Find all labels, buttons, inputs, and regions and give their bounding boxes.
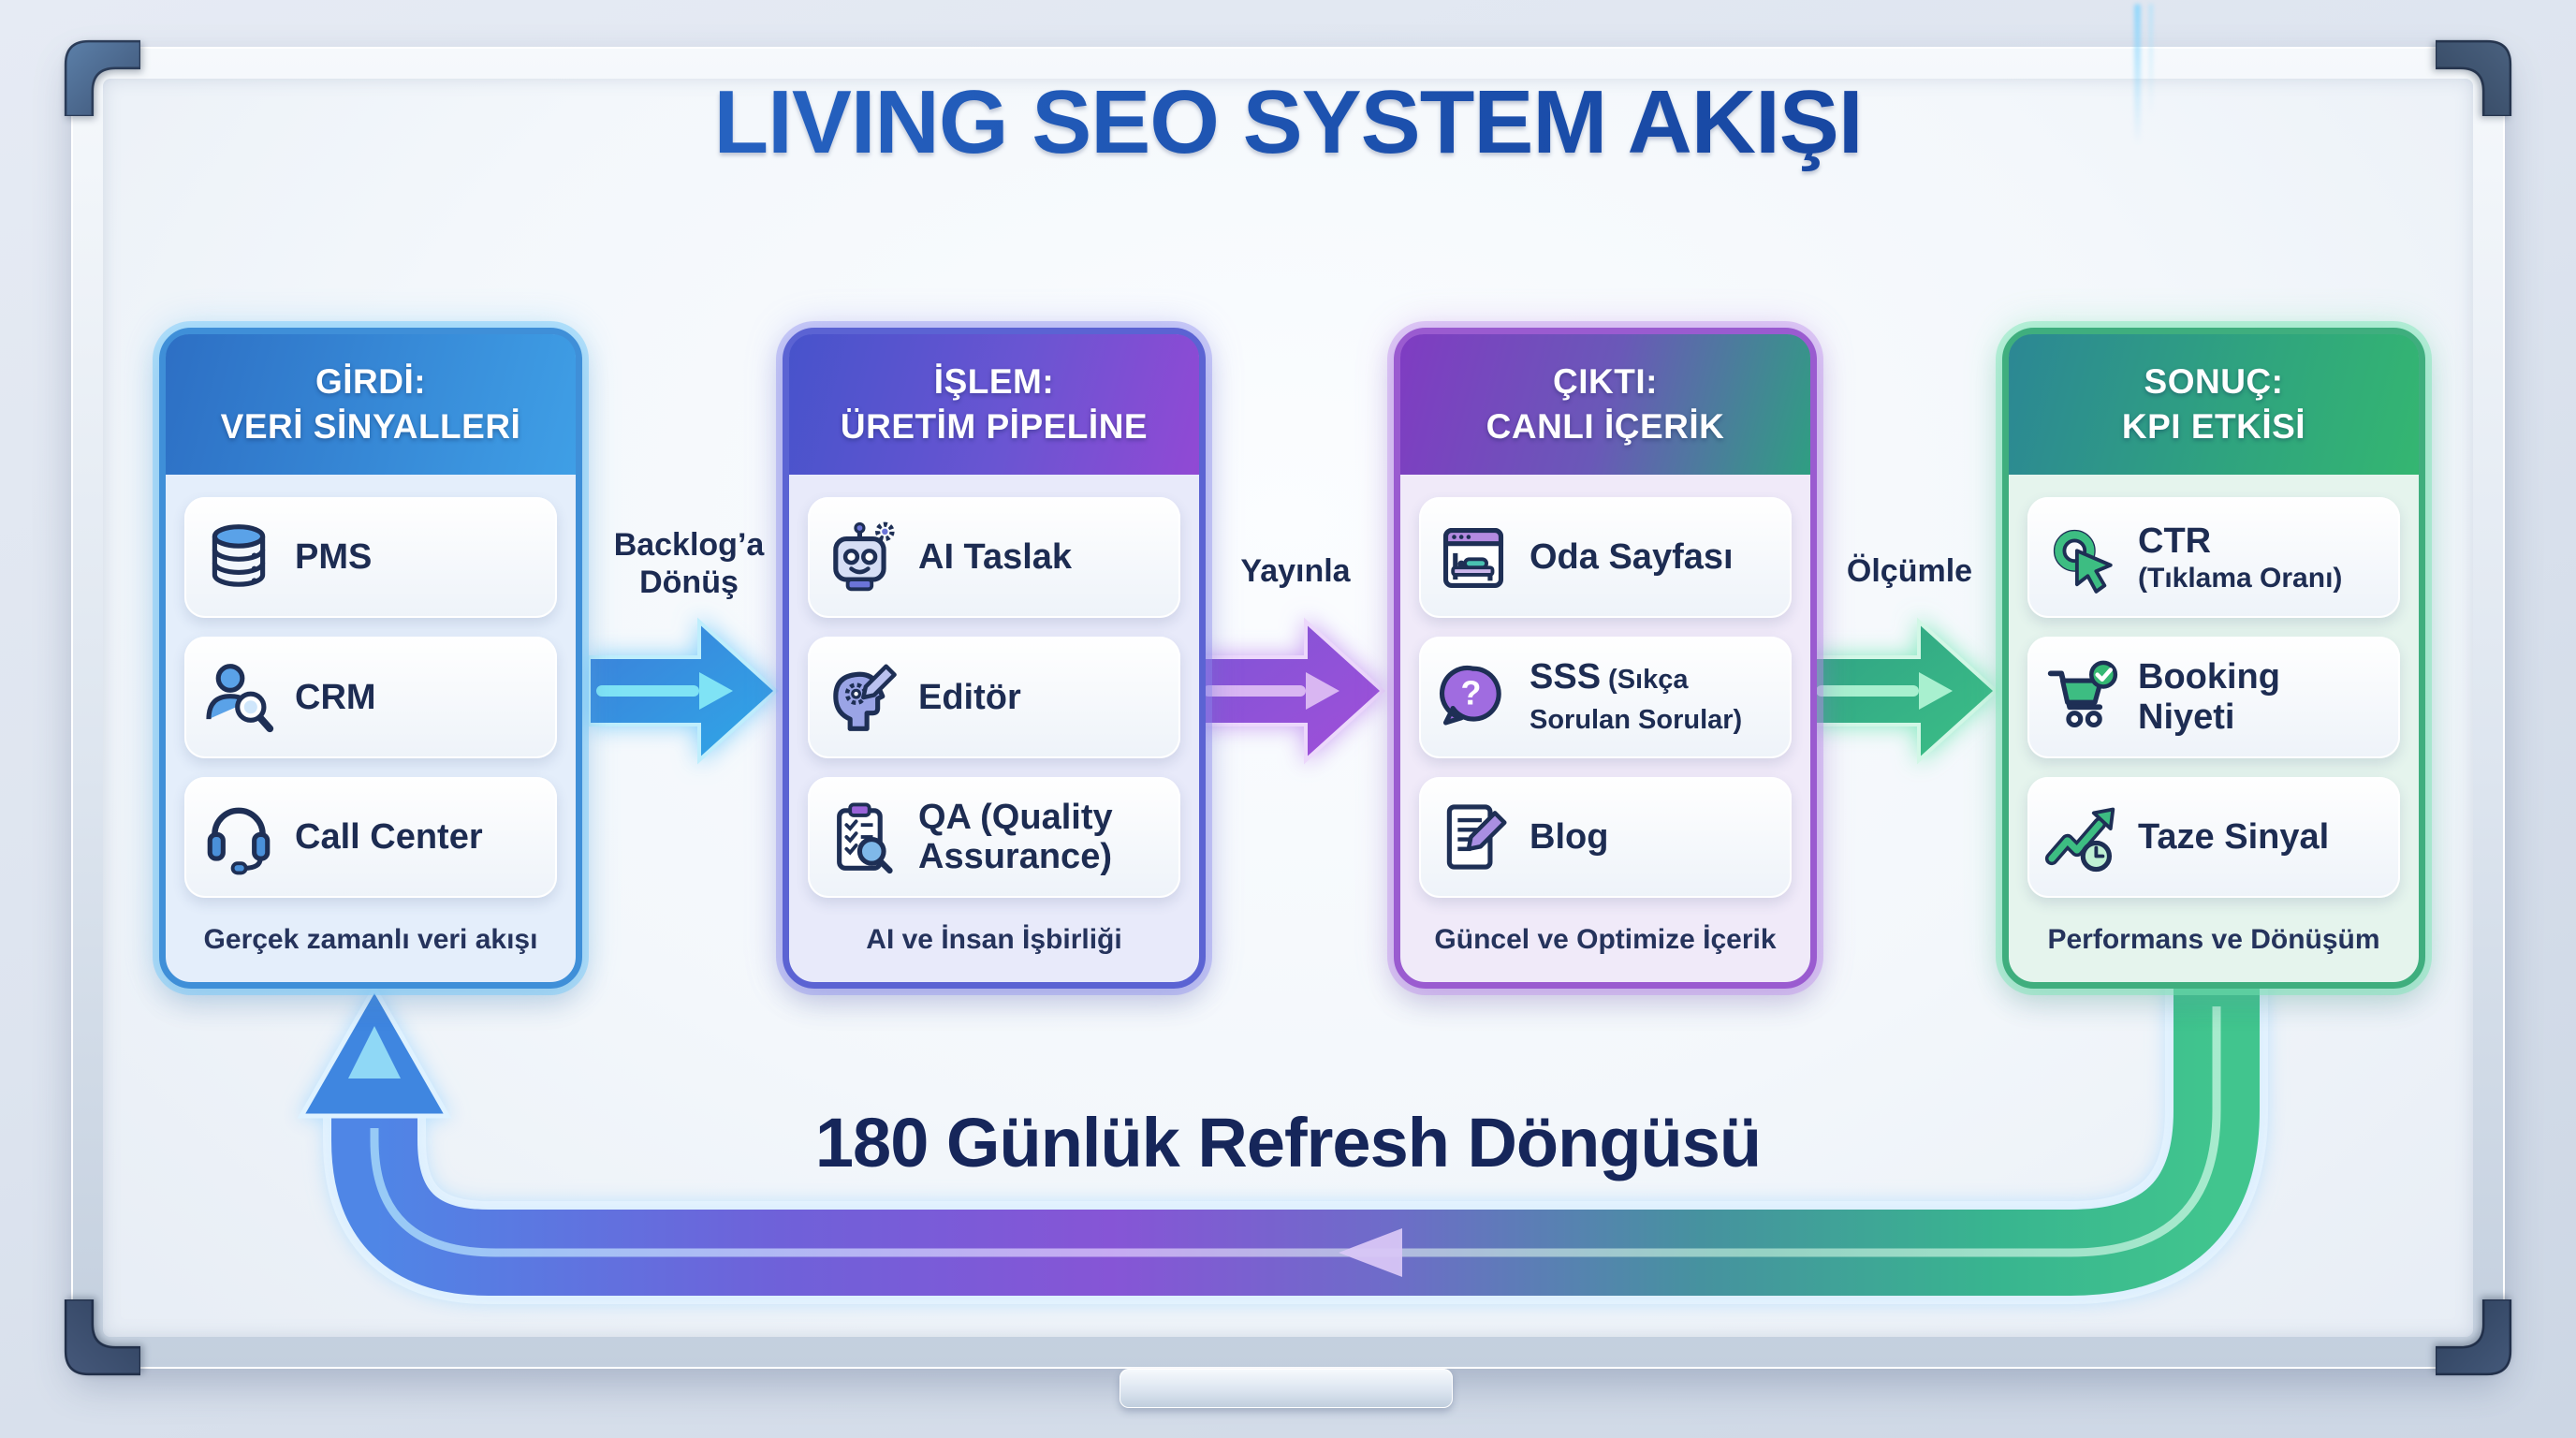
flow-arrow-icon	[1195, 617, 1385, 765]
card-header-line1: GİRDİ:	[315, 362, 427, 401]
loop-label: 180 Günlük Refresh Döngüsü	[814, 1104, 1762, 1181]
item-label: CTR	[2138, 521, 2212, 561]
item-label-group: SSS(Sıkça Sorulan Sorular)	[1530, 657, 1777, 737]
cart-check-icon	[2042, 658, 2121, 737]
flow-arrow-icon	[589, 617, 779, 765]
card-header-line2: KPI ETKİSİ	[2121, 407, 2306, 446]
card-footer: AI ve İnsan İşbirliği	[866, 923, 1122, 955]
page-title: LIVING SEO SYSTEM AKIŞI	[103, 71, 2473, 174]
item-label: AI Taslak	[918, 537, 1073, 578]
item-pms: PMS	[184, 497, 557, 619]
item-room-page: Oda Sayfası	[1419, 497, 1792, 619]
flow-arrow-icon	[1808, 617, 1998, 765]
item-label: Editör	[918, 677, 1021, 717]
qa-clipboard-icon	[823, 798, 901, 876]
card-header: SONUÇ: KPI ETKİSİ	[2009, 334, 2419, 475]
trend-clock-icon	[2042, 798, 2121, 876]
item-label: Oda Sayfası	[1530, 537, 1734, 578]
card-input-data-signals: GİRDİ: VERİ SİNYALLERİ PMS	[159, 328, 582, 989]
item-editor: Editör	[808, 637, 1180, 758]
glare-streak	[2149, 4, 2153, 116]
card-footer: Performans ve Dönüşüm	[2047, 923, 2380, 955]
ctr-click-icon	[2042, 519, 2121, 597]
arrow-label-backlog: Backlog’a Dönüş	[613, 527, 765, 601]
corner-bracket-icon	[2434, 1298, 2516, 1380]
headset-icon	[199, 798, 278, 876]
svg-text:?: ?	[1460, 675, 1481, 712]
item-label: Call Center	[295, 817, 483, 858]
blog-doc-icon	[1434, 798, 1513, 876]
item-ai-draft: AI Taslak	[808, 497, 1180, 619]
item-fresh-signal: Taze Sinyal	[2027, 776, 2400, 898]
item-blog: Blog	[1419, 776, 1792, 898]
faq-bubble-icon: ?	[1434, 658, 1513, 737]
card-header-line1: İŞLEM:	[933, 362, 1055, 401]
card-header-line1: SONUÇ:	[2144, 362, 2284, 401]
room-page-icon	[1434, 519, 1513, 597]
arrow-label-publish: Yayınla	[1240, 553, 1351, 589]
item-label: PMS	[295, 537, 373, 578]
item-label-group: CTR(Tıklama Oranı)	[2138, 521, 2342, 594]
card-result-kpi: SONUÇ: KPI ETKİSİ CTR(Tıklama Oranı)	[2002, 328, 2425, 989]
marker-tray	[1120, 1369, 1453, 1408]
card-footer: Güncel ve Optimize İçerik	[1434, 923, 1777, 955]
card-process-pipeline: İŞLEM: ÜRETİM PİPELİNE AI Taslak	[783, 328, 1206, 989]
card-header-line2: VERİ SİNYALLERİ	[220, 407, 521, 446]
arrow-label-measure: Ölçümle	[1846, 553, 1973, 589]
item-label: SSS	[1530, 657, 1602, 697]
item-faq: ? SSS(Sıkça Sorulan Sorular)	[1419, 637, 1792, 758]
item-label: Blog	[1530, 817, 1609, 858]
card-header-line2: CANLI İÇERİK	[1486, 407, 1725, 446]
item-booking-intent: Booking Niyeti	[2027, 637, 2400, 758]
card-header: ÇIKTI: CANLI İÇERİK	[1400, 334, 1810, 475]
card-header: GİRDİ: VERİ SİNYALLERİ	[166, 334, 576, 475]
card-output-live-content: ÇIKTI: CANLI İÇERİK Oda Sayfası	[1394, 328, 1817, 989]
item-call-center: Call Center	[184, 776, 557, 898]
item-sublabel: (Sıkça Sorulan Sorular)	[1530, 665, 1743, 735]
item-sublabel: (Tıklama Oranı)	[2138, 563, 2343, 594]
card-header-line2: ÜRETİM PİPELİNE	[840, 407, 1149, 446]
glare-streak	[2134, 4, 2141, 144]
card-footer: Gerçek zamanlı veri akışı	[203, 923, 538, 955]
item-label: QA (Quality Assurance)	[918, 797, 1113, 877]
item-label: Taze Sinyal	[2138, 817, 2330, 858]
item-crm: CRM	[184, 637, 557, 758]
robot-icon	[823, 519, 901, 597]
card-header-line1: ÇIKTI:	[1553, 362, 1658, 401]
editor-head-icon	[823, 658, 901, 737]
corner-bracket-icon	[60, 1298, 142, 1380]
corner-bracket-icon	[2434, 36, 2516, 118]
item-label: CRM	[295, 677, 376, 717]
item-label: Booking Niyeti	[2138, 657, 2280, 737]
corner-bracket-icon	[60, 36, 142, 118]
item-ctr: CTR(Tıklama Oranı)	[2027, 497, 2400, 619]
database-icon	[199, 519, 278, 597]
card-header: İŞLEM: ÜRETİM PİPELİNE	[789, 334, 1199, 475]
item-qa: QA (Quality Assurance)	[808, 776, 1180, 898]
crm-person-icon	[199, 658, 278, 737]
